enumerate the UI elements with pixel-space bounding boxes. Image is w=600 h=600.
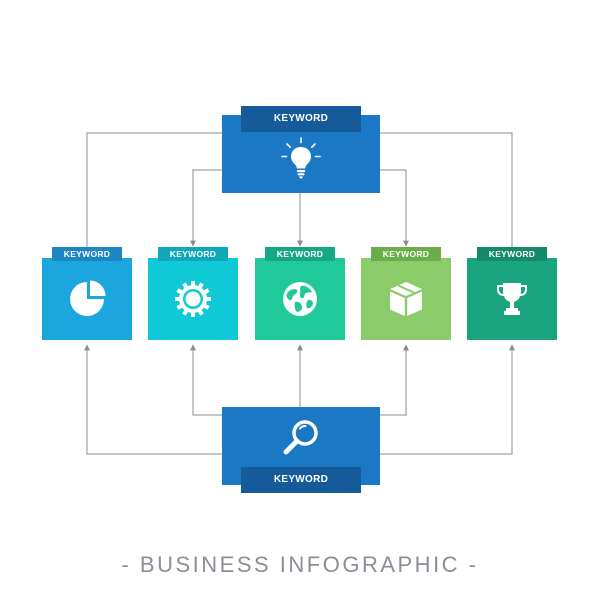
connector-bottom-1 [84,344,222,455]
connector-bottom-4 [378,344,409,416]
trophy-icon [497,283,527,315]
item-label-3: KEYWORD [276,249,324,259]
connector-bottom-2 [190,344,222,416]
top-keyword-tab: KEYWORD [241,106,361,132]
item-tab-3: KEYWORD [265,247,335,261]
item-box-5: KEYWORD [467,247,557,340]
bottom-keyword-tab: KEYWORD [241,467,361,493]
item-tab-2: KEYWORD [158,247,228,261]
connector-top-5 [378,132,515,255]
connector-bottom-5 [378,344,515,455]
item-box-2: KEYWORD [148,247,238,340]
bottom-keyword-label: KEYWORD [273,474,329,485]
gear-icon [175,281,211,317]
connector-top-4 [378,169,409,247]
item-box-3: KEYWORD [255,247,345,340]
item-box-4: KEYWORD [361,247,451,340]
item-tab-4: KEYWORD [371,247,441,261]
connector-top-1 [84,132,222,255]
lightbulb-icon [281,137,321,179]
item-label-1: KEYWORD [63,249,111,259]
item-label-4: KEYWORD [382,249,430,259]
box-icon [390,282,422,316]
connector-top-2 [190,169,222,247]
item-box-1: KEYWORD [42,247,132,340]
magnifier-icon [283,419,318,455]
item-tab-5: KEYWORD [477,247,547,261]
item-tab-1: KEYWORD [52,247,122,261]
item-label-5: KEYWORD [488,249,536,259]
globe-icon [283,282,317,316]
top-main-box: KEYWORD [222,106,380,193]
bottom-main-box: KEYWORD [222,407,380,493]
item-label-2: KEYWORD [169,249,217,259]
top-keyword-label: KEYWORD [273,113,329,124]
footer-title: - BUSINESS INFOGRAPHIC - [121,552,479,577]
pie-chart-icon [70,280,106,316]
